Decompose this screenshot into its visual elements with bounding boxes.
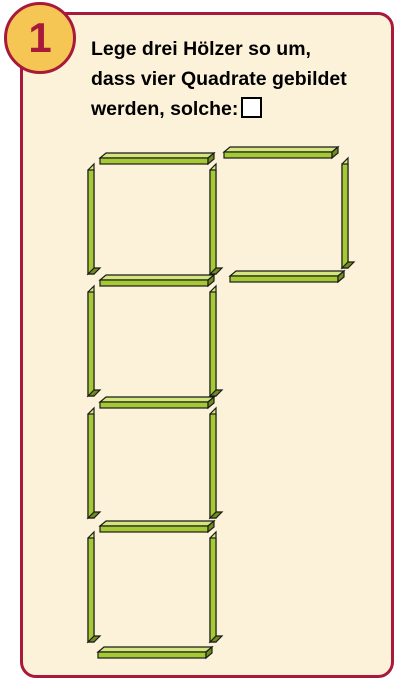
matchstick-left-col1[interactable] bbox=[88, 164, 100, 274]
matchstick-row3[interactable] bbox=[100, 521, 214, 532]
badge-number: 1 bbox=[28, 14, 51, 62]
instruction-line-2: dass vier Quadrate gebildet bbox=[91, 64, 397, 94]
empty-square-icon bbox=[241, 97, 262, 118]
matchstick-middle-col3[interactable] bbox=[210, 408, 222, 518]
matchstick-row2[interactable] bbox=[100, 397, 214, 408]
matchstick-middle-col4[interactable] bbox=[210, 532, 222, 642]
matchstick-top-left[interactable] bbox=[100, 153, 214, 164]
matchstick-left-col2[interactable] bbox=[88, 286, 100, 396]
matchstick-left-col4[interactable] bbox=[88, 532, 100, 642]
instruction-line-3: werden, solche: bbox=[91, 94, 397, 124]
matchstick-row1-right[interactable] bbox=[230, 271, 344, 282]
instruction-line-3-text: werden, solche: bbox=[91, 98, 238, 120]
matchstick-row1-left[interactable] bbox=[100, 275, 214, 286]
matchstick-left-col3[interactable] bbox=[88, 408, 100, 518]
matchstick-middle-col1[interactable] bbox=[210, 164, 222, 274]
number-badge: 1 bbox=[4, 2, 76, 74]
instruction-line-1: Lege drei Hölzer so um, bbox=[91, 34, 397, 64]
matchstick-middle-col2[interactable] bbox=[210, 286, 222, 396]
instruction-text: Lege drei Hölzer so um, dass vier Quadra… bbox=[91, 34, 397, 124]
matchstick-bottom[interactable] bbox=[98, 647, 212, 658]
matchstick-right-col1[interactable] bbox=[342, 158, 354, 268]
matchstick-top-right[interactable] bbox=[224, 147, 338, 158]
